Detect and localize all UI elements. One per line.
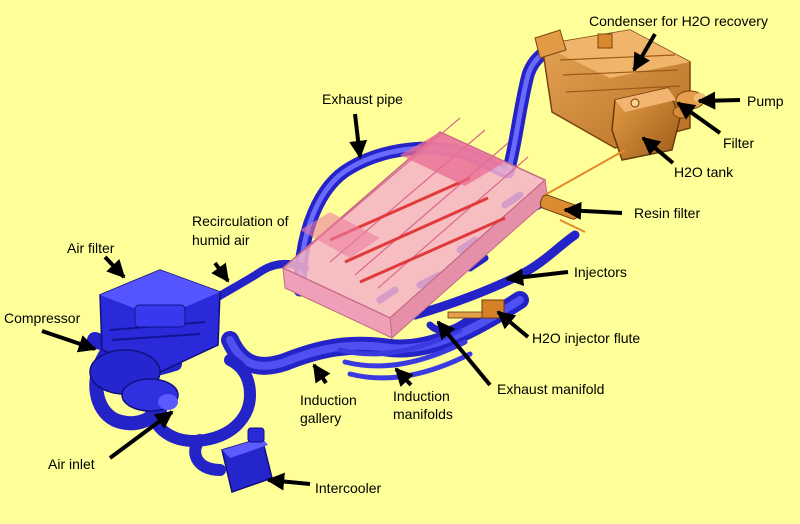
label-recirculation-line1: Recirculation of xyxy=(192,213,289,229)
arrow-recirculation xyxy=(211,261,230,283)
h2o-tank-unit xyxy=(611,87,681,161)
arrow-intercooler xyxy=(266,472,311,491)
arrow-air-inlet xyxy=(108,410,174,460)
label-exhaust-manifold: Exhaust manifold xyxy=(497,381,605,397)
label-air-filter: Air filter xyxy=(67,240,115,256)
arrow-induction-manifolds xyxy=(394,367,414,387)
arrow-condenser xyxy=(632,32,657,72)
arrow-h2o-tank xyxy=(641,136,675,165)
label-injectors: Injectors xyxy=(574,264,627,280)
label-induction-manifolds-line2: manifolds xyxy=(393,406,453,422)
label-induction-gallery-line2: gallery xyxy=(300,410,342,426)
intercooler-unit xyxy=(221,427,273,493)
water-line xyxy=(544,149,626,196)
compressor-unit xyxy=(89,349,179,412)
label-compressor: Compressor xyxy=(4,310,81,326)
label-condenser: Condenser for H2O recovery xyxy=(589,13,768,29)
callout-arrows xyxy=(41,32,741,491)
arrow-resin-filter xyxy=(563,201,623,220)
label-pump: Pump xyxy=(747,93,784,109)
air-filter-unit xyxy=(99,269,221,373)
label-resin-filter: Resin filter xyxy=(634,205,701,221)
label-h2o-tank: H2O tank xyxy=(674,164,734,180)
label-recirculation-line2: humid air xyxy=(192,232,250,248)
fuel-cell-stack xyxy=(281,117,549,340)
label-intercooler: Intercooler xyxy=(315,480,382,496)
arrow-exhaust-pipe xyxy=(349,113,368,159)
label-exhaust-pipe: Exhaust pipe xyxy=(322,91,403,107)
label-induction-gallery-line1: Induction xyxy=(300,392,357,408)
resin-filter-unit xyxy=(539,194,581,220)
arrow-filter xyxy=(676,101,722,135)
arrow-exhaust-manifold xyxy=(436,320,492,387)
arrow-h2o-injector-flute xyxy=(496,310,530,339)
arrow-air-filter xyxy=(103,255,126,279)
intercooler-pipe xyxy=(144,354,256,447)
label-filter: Filter xyxy=(723,135,755,151)
label-h2o-injector-flute: H2O injector flute xyxy=(532,330,641,346)
arrow-induction-gallery xyxy=(312,363,331,385)
arrow-compressor xyxy=(41,329,97,353)
arrow-pump xyxy=(697,91,741,110)
label-induction-manifolds-line1: Induction xyxy=(393,388,450,404)
label-air-inlet: Air inlet xyxy=(48,456,95,472)
arrow-injectors xyxy=(505,268,569,287)
